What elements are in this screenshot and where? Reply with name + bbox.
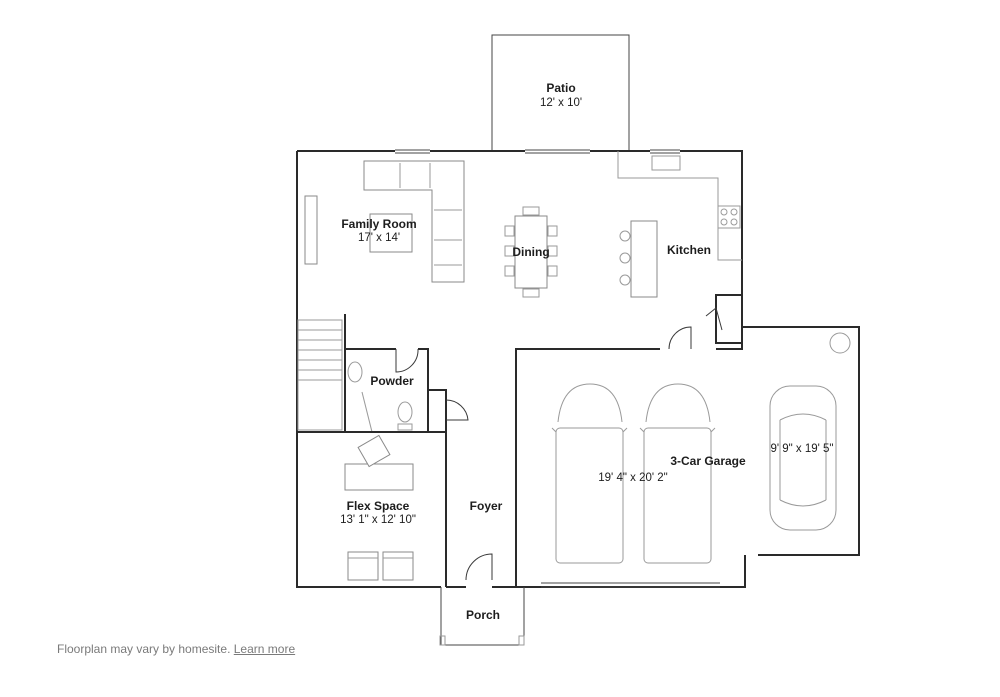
car-1 [551,383,628,564]
flex-space-dims: 13' 1" x 12' 10" [340,514,416,526]
tv-console [304,195,318,265]
toilet [397,401,413,423]
garage-main-dims: 19' 4" x 20' 2" [598,472,667,484]
kitchen-label: Kitchen [667,243,711,257]
dining-label: Dining [512,245,549,259]
garage-wall [515,348,660,587]
dining-table [514,215,548,289]
kitchen-stove [717,205,741,229]
patio-label: Patio [546,81,575,95]
foyer-label: Foyer [470,499,503,513]
house-exterior-wall [297,150,743,343]
floorplan-disclaimer: Floorplan may vary by homesite. [57,642,231,656]
family-room-label: Family Room [341,217,416,231]
powder-sink [347,361,363,383]
learn-more-link[interactable]: Learn more [233,642,296,656]
porch-label: Porch [466,608,500,622]
flex-space-label: Flex Space [347,499,410,513]
car-3 [769,385,837,531]
floorplan-footer: Floorplan may vary by homesite. Learn mo… [57,642,295,656]
porch-outline [440,587,525,646]
patio-dims: 12' x 10' [540,97,582,109]
kitchen-sink [651,155,681,171]
flex-chair [357,434,391,468]
house-west-wall [296,151,441,588]
kitchen-island [630,220,658,298]
water-heater [829,332,851,354]
staircase [297,314,346,432]
garage-side-dims: 9' 9" x 19' 5" [770,443,833,455]
coffee-table [369,213,413,253]
sectional-sofa [363,160,465,283]
car-2 [639,383,716,564]
kitchen-counter [617,151,742,261]
family-room-dims: 17' x 14' [358,232,400,244]
powder-label: Powder [370,374,414,388]
flex-desk [344,463,414,491]
armchair-right [382,551,414,581]
armchair-left [347,551,379,581]
garage-label: 3-Car Garage [670,454,746,468]
